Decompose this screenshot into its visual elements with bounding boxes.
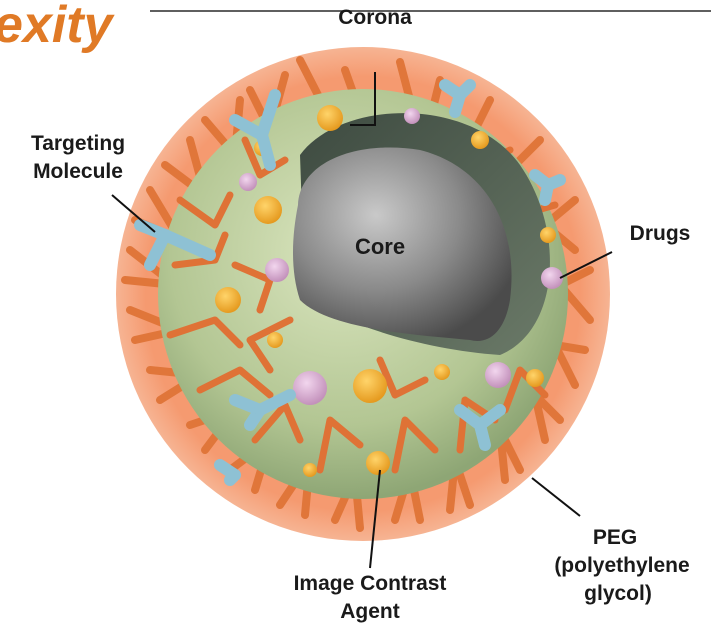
peg-label-line2: (polyethylene [554,554,689,577]
targeting-label-line2: Molecule [33,160,123,183]
corona-label: Corona [338,6,412,29]
contrast-label-line1: Image Contrast [294,572,447,595]
core-label: Core [355,234,405,259]
peg-leader [532,478,580,516]
brand-logo-text: exity [0,0,116,54]
targeting-label-line1: Targeting [31,132,125,155]
peg-label-line3: glycol) [584,582,652,605]
contrast-label-line2: Agent [340,600,400,623]
drugs-label: Drugs [630,222,691,245]
peg-label-line1: PEG [593,526,637,549]
